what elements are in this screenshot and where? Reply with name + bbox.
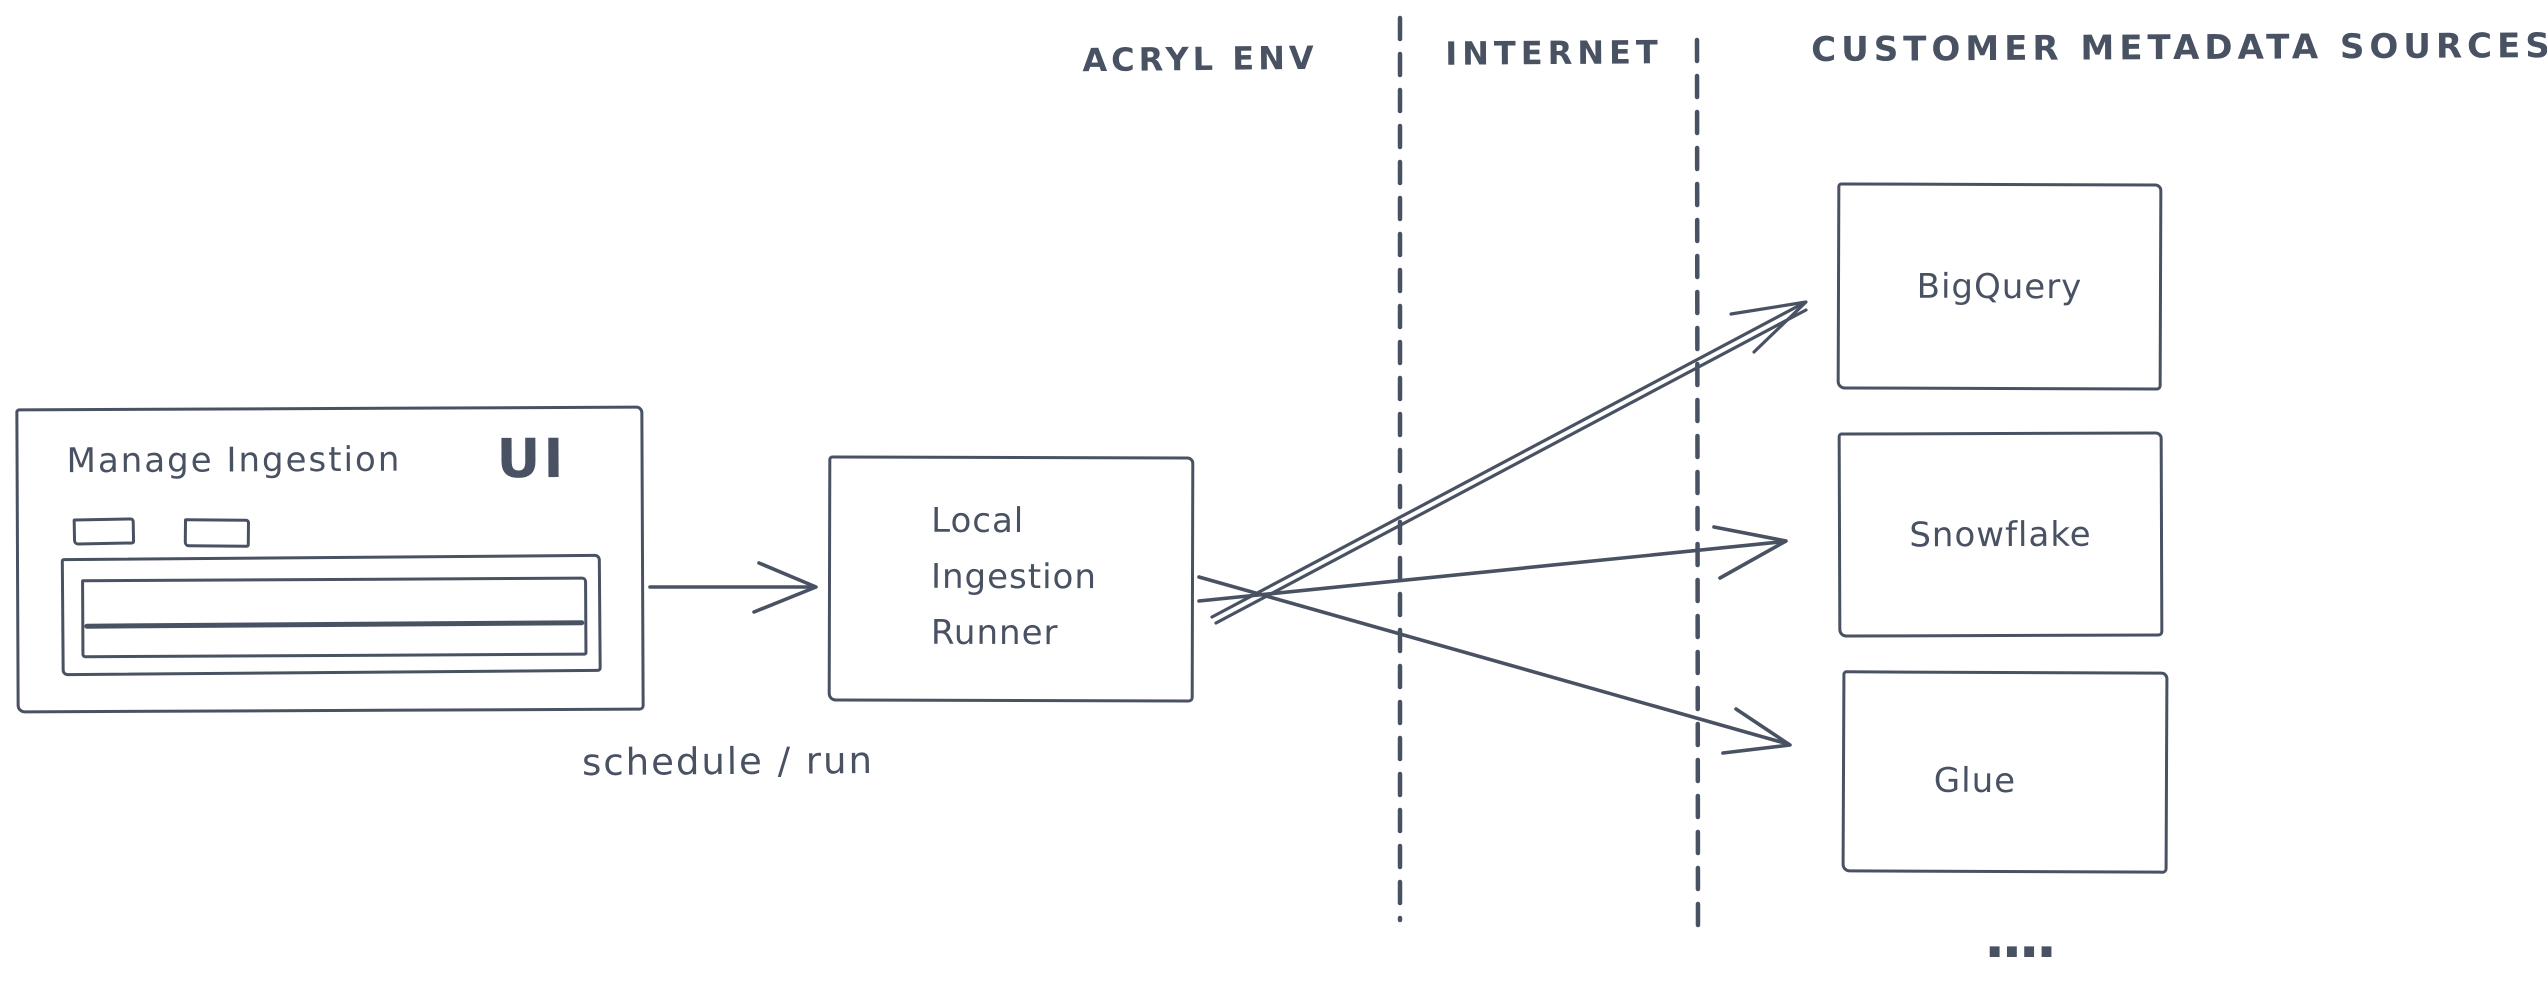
arrow-runner-to-snowflake <box>1197 525 1788 603</box>
manage-ingestion-ui-box: Manage Ingestion UI <box>15 405 645 714</box>
source-box-snowflake: Snowflake <box>1837 431 2164 638</box>
ui-button-placeholder-1 <box>72 517 136 546</box>
zone-label-acryl-env: ACRYL ENV <box>1082 38 1318 80</box>
local-ingestion-runner-box: Local Ingestion Runner <box>827 455 1195 703</box>
ui-box-badge: UI <box>496 426 567 491</box>
source-label-snowflake: Snowflake <box>1909 514 2092 555</box>
ui-box-title: Manage Ingestion <box>66 439 402 482</box>
runner-box-label: Local Ingestion Runner <box>930 500 1097 654</box>
arrow-runner-to-bigquery <box>1210 300 1808 625</box>
arrow-runner-to-glue <box>1197 575 1792 755</box>
source-label-glue: Glue <box>1933 760 2017 802</box>
ellipsis-more-sources: .... <box>1984 906 2057 971</box>
ui-button-placeholder-2 <box>183 518 251 548</box>
arrow-ui-to-runner <box>648 561 818 614</box>
ui-table-row-divider <box>84 620 585 629</box>
zone-label-internet: INTERNET <box>1445 33 1663 73</box>
zone-label-customer-metadata-sources: CUSTOMER METADATA SOURCES <box>1811 26 2547 70</box>
schedule-run-caption: schedule / run <box>581 738 875 785</box>
source-label-bigquery: BigQuery <box>1916 266 2083 307</box>
source-box-bigquery: BigQuery <box>1836 182 2163 391</box>
ui-table-row-placeholder <box>81 576 588 659</box>
zone-divider-internet-sources <box>1694 37 1701 941</box>
ui-table-placeholder <box>60 553 602 677</box>
source-box-glue: Glue <box>1841 670 2169 874</box>
